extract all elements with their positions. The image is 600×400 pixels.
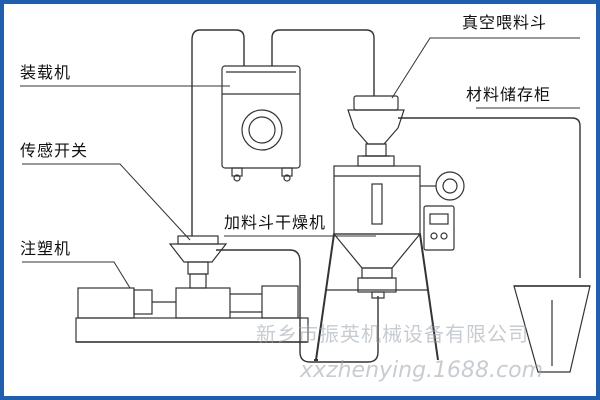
loader-machine bbox=[221, 65, 301, 182]
watermark-url: xxzhenying.1688.com bbox=[300, 358, 544, 383]
pipe-vacuum-hopper-to-storage-bin bbox=[398, 117, 581, 278]
label-injection-machine: 注塑机 bbox=[20, 239, 72, 258]
conveying-pipes bbox=[191, 29, 581, 363]
pipe-loader-to-vacuum-hopper bbox=[271, 29, 375, 96]
material-storage-bin bbox=[513, 285, 591, 373]
leader-vacuum-hopper bbox=[391, 37, 580, 99]
label-sensor-switch: 传感开关 bbox=[20, 141, 89, 160]
leader-sensor-switch bbox=[22, 163, 191, 241]
label-dryer-hopper: 加料斗干燥机 bbox=[224, 213, 327, 232]
watermark-company: 新乡市振英机械设备有限公司 bbox=[256, 322, 529, 346]
pipe-loader-to-injection-hopper bbox=[191, 29, 245, 236]
vacuum-feeding-hopper bbox=[347, 95, 405, 157]
leader-injection-machine bbox=[22, 261, 131, 289]
pipe-dryer-to-injection-hopper bbox=[216, 249, 379, 363]
label-loader: 装载机 bbox=[20, 63, 72, 82]
leader-lines bbox=[20, 37, 580, 289]
label-vacuum-hopper: 真空喂料斗 bbox=[462, 13, 548, 32]
injection-molding-machine bbox=[75, 235, 309, 343]
label-storage-bin: 材料储存柜 bbox=[466, 85, 552, 104]
hopper-dryer bbox=[314, 155, 465, 361]
